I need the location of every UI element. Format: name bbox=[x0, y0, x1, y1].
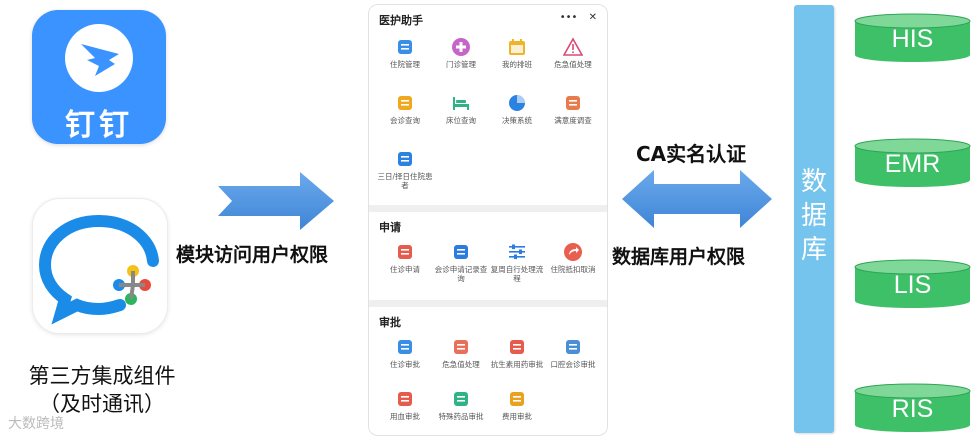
menu-item-label: 会诊申请记录查询 bbox=[434, 265, 488, 283]
menu-item-label: 门诊管理 bbox=[446, 60, 476, 69]
menu-item[interactable]: 危急值处理 bbox=[433, 337, 489, 369]
menu-item[interactable]: 费用审批 bbox=[489, 389, 545, 421]
dingtalk-wing-icon bbox=[81, 44, 119, 76]
section-title-apply: 申请 bbox=[379, 221, 401, 234]
menu-item[interactable]: 满意度调查 bbox=[545, 93, 601, 125]
feather-pen-icon bbox=[563, 93, 583, 113]
menu-item-label: 费用审批 bbox=[502, 412, 532, 421]
db-cylinder-emr: EMR bbox=[854, 138, 971, 188]
db-cylinder-lis: LIS bbox=[854, 259, 971, 309]
menu-item[interactable]: 住诊申请 bbox=[377, 242, 433, 274]
sliders-icon bbox=[507, 242, 527, 262]
menu-item[interactable]: 抗生素用药审批 bbox=[489, 337, 545, 369]
menu-item-label: 复周自行处理流程 bbox=[490, 265, 544, 283]
menu-item[interactable]: 我的排班 bbox=[489, 37, 545, 69]
db-name: EMR bbox=[884, 150, 941, 178]
menu-item-label: 床位查询 bbox=[446, 116, 476, 125]
menu-item[interactable]: 门诊管理 bbox=[433, 37, 489, 69]
main-card: 医护助手 ••• ✕ 住院管理 门诊管理 我的排班 危急值处理会诊查询 床位查询 决策系统… bbox=[369, 5, 607, 205]
module-access-label: 模块访问用户权限 bbox=[176, 244, 329, 266]
menu-item-label: 住诊审批 bbox=[390, 360, 420, 369]
warning-icon bbox=[562, 37, 584, 57]
menu-item-label: 抗生素用药审批 bbox=[490, 360, 544, 369]
caption-line2: （及时通讯） bbox=[39, 392, 165, 416]
alert-bolt-icon bbox=[451, 337, 471, 357]
panel-title: 医护助手 bbox=[379, 14, 423, 27]
menu-item-label: 满意度调查 bbox=[554, 116, 592, 125]
menu-item-label: 三日/择日住院患者 bbox=[377, 172, 433, 190]
menu-item-label: 危急值处理 bbox=[554, 60, 592, 69]
money-bag-icon bbox=[507, 389, 527, 409]
menu-item[interactable]: 住院抵扣取消 bbox=[545, 242, 601, 274]
approve-card: 审批 住诊审批 危急值处理 抗生素用药审批口腔会诊审批用血审批 特殊药品审批 费用审批 bbox=[369, 307, 607, 435]
menu-item[interactable]: 会诊查询 bbox=[377, 93, 433, 125]
tools-icon bbox=[451, 389, 471, 409]
medical-assistant-panel: 医护助手 ••• ✕ 住院管理门诊管理我的排班危急值处理会诊查询床位查询决策系统… bbox=[368, 4, 608, 436]
menu-item[interactable]: 住诊审批 bbox=[377, 337, 433, 369]
menu-item[interactable]: 会诊申请记录查询 bbox=[433, 242, 489, 283]
ca-auth-label: CA实名认证 bbox=[636, 142, 747, 166]
dingtalk-label: 钉钉 bbox=[65, 108, 133, 143]
calendar-icon bbox=[507, 37, 527, 57]
bidirectional-arrow bbox=[622, 170, 772, 228]
consultation-icon bbox=[395, 93, 415, 113]
database-label: 数据库 bbox=[800, 167, 827, 265]
menu-item-label: 我的排班 bbox=[502, 60, 532, 69]
watermark: 大数跨境 bbox=[8, 416, 64, 432]
section-title-approve: 审批 bbox=[379, 316, 401, 329]
database-column: 数据库 bbox=[794, 5, 834, 433]
wecom-app-icon bbox=[32, 198, 168, 334]
menu-item[interactable]: 床位查询 bbox=[433, 93, 489, 125]
menu-item-label: 特殊药品审批 bbox=[438, 412, 484, 421]
menu-item[interactable]: 住院管理 bbox=[377, 37, 433, 69]
application-form-icon bbox=[395, 242, 415, 262]
network-nodes-icon bbox=[563, 337, 583, 357]
bed-icon bbox=[451, 93, 471, 113]
menu-item[interactable]: 危急值处理 bbox=[545, 37, 601, 69]
menu-item-label: 住院管理 bbox=[390, 60, 420, 69]
medical-cross-icon bbox=[451, 37, 471, 57]
redirect-arrow-icon bbox=[563, 242, 583, 262]
db-permission-label: 数据库用户权限 bbox=[612, 246, 746, 268]
menu-item[interactable]: 复周自行处理流程 bbox=[489, 242, 545, 283]
more-menu-button[interactable]: ••• bbox=[559, 12, 578, 23]
dingtalk-bubble bbox=[65, 24, 133, 92]
menu-item-label: 会诊查询 bbox=[390, 116, 420, 125]
menu-item[interactable]: 用血审批 bbox=[377, 389, 433, 421]
wecom-logo-icon bbox=[38, 215, 159, 325]
db-cylinder-his: HIS bbox=[854, 13, 971, 63]
menu-item-label: 住诊申请 bbox=[390, 265, 420, 274]
db-cylinder-ris: RIS bbox=[854, 383, 971, 433]
user-record-icon bbox=[451, 242, 471, 262]
menu-item-label: 住院抵扣取消 bbox=[550, 265, 596, 274]
menu-item-label: 决策系统 bbox=[502, 116, 532, 125]
db-name: RIS bbox=[891, 395, 934, 423]
close-button[interactable]: ✕ bbox=[588, 12, 597, 23]
patient-calendar-icon bbox=[395, 149, 415, 169]
prescription-icon bbox=[507, 337, 527, 357]
pie-chart-icon bbox=[507, 93, 527, 113]
menu-item-label: 用血审批 bbox=[390, 412, 420, 421]
menu-item[interactable]: 特殊药品审批 bbox=[433, 389, 489, 421]
menu-item[interactable]: 三日/择日住院患者 bbox=[377, 149, 433, 190]
dingtalk-app-icon: 钉钉 bbox=[32, 10, 166, 144]
right-arrow bbox=[218, 172, 334, 230]
caption-line1: 第三方集成组件 bbox=[28, 364, 176, 388]
menu-item[interactable]: 口腔会诊审批 bbox=[545, 337, 601, 369]
hospital-building-icon bbox=[395, 37, 415, 57]
db-name: HIS bbox=[891, 25, 934, 53]
menu-item-label: 口腔会诊审批 bbox=[550, 360, 596, 369]
menu-item[interactable]: 决策系统 bbox=[489, 93, 545, 125]
blood-bag-icon bbox=[395, 389, 415, 409]
apply-card: 申请 住诊申请 会诊申请记录查询复周自行处理流程住院抵扣取消 bbox=[369, 212, 607, 300]
db-name: LIS bbox=[893, 271, 932, 299]
menu-item-label: 危急值处理 bbox=[442, 360, 480, 369]
approval-stamp-icon bbox=[395, 337, 415, 357]
